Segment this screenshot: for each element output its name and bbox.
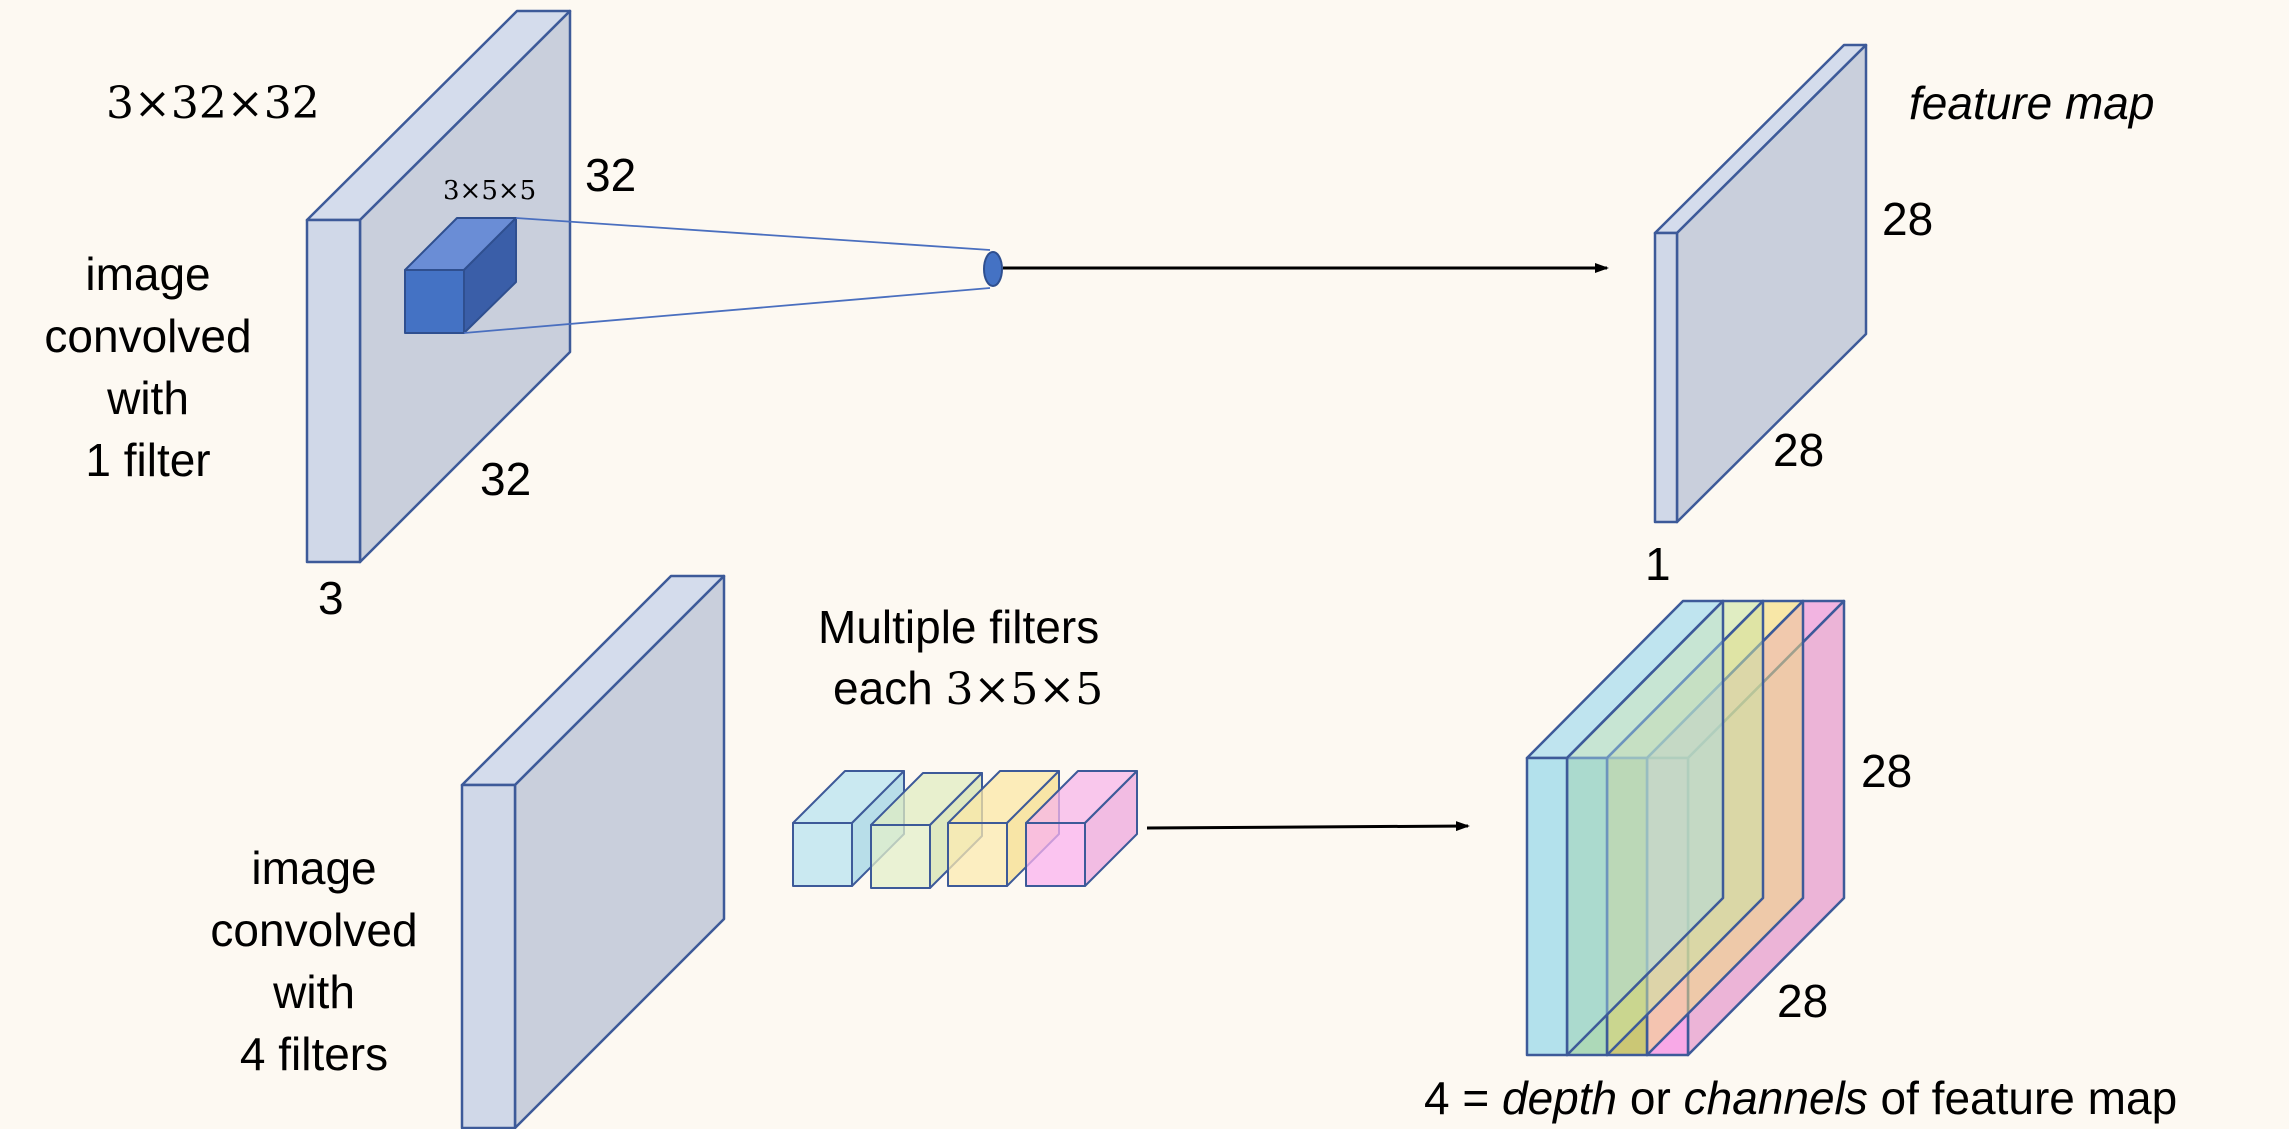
top-caption: image convolved with 1 filter [26, 243, 270, 491]
input-width-label: 32 [480, 453, 532, 505]
bottom-arrow [1146, 821, 1470, 832]
depth-note: 4 = depth or channels of feature map [1424, 1075, 2177, 1121]
projection-line-upper [515, 217, 991, 251]
channel-1 [1525, 599, 1725, 1057]
feature-map-title: feature map [1909, 77, 2155, 129]
channels-width-label: 28 [1777, 975, 1829, 1027]
filter-dims-label: 3×5×5 [443, 176, 537, 206]
depth-note-depth: depth [1502, 1072, 1618, 1124]
top-caption-line-2: convolved [44, 310, 252, 362]
filter-set [792, 770, 1138, 889]
bottom-caption: image convolved with 4 filters [192, 837, 436, 1085]
bottom-caption-line-4: 4 filters [239, 1028, 389, 1080]
depth-note-prefix: 4 = [1424, 1072, 1503, 1124]
input-depth-label: 3 [318, 572, 344, 624]
feature-map-front [1653, 231, 1679, 524]
projection-line-lower [463, 287, 991, 334]
channel-1-front [1525, 756, 1569, 1057]
input-dims-label: 3×32×32 [106, 78, 320, 129]
filter-cube [404, 217, 517, 334]
depth-note-middle: or [1617, 1072, 1684, 1124]
output-neuron-dot [983, 251, 1003, 287]
input-height-label: 32 [585, 149, 637, 201]
feature-map-volume [1653, 43, 1868, 524]
filters-caption-line-1: Multiple filters [818, 601, 1100, 653]
filter-4-front [1025, 822, 1086, 887]
filters-dims-label: 3×5×5 [945, 664, 1104, 715]
input-slab-front [305, 218, 362, 564]
depth-note-channels: channels [1683, 1072, 1868, 1124]
filter-2 [870, 772, 983, 889]
filters-caption-line-2: each 3×5×5 [833, 665, 1103, 712]
filter-2-front [870, 824, 931, 889]
filter-1-front [792, 822, 853, 887]
filter-4 [1025, 770, 1138, 887]
bottom-caption-line-3: with [273, 966, 355, 1018]
top-caption-line-4: 1 filter [85, 434, 211, 486]
bottom-caption-line-2: convolved [210, 904, 418, 956]
depth-note-suffix: of feature map [1867, 1072, 2178, 1124]
channels-height-label: 28 [1861, 745, 1913, 797]
filter-cube-front [404, 269, 465, 334]
bottom-caption-line-1: image [251, 842, 377, 894]
feature-map-depth-label: 1 [1645, 538, 1671, 590]
bottom-input-image-volume [460, 574, 726, 1129]
feature-map-channels [1525, 599, 1846, 1057]
feature-map-height-label: 28 [1882, 193, 1934, 245]
filters-caption-prefix: each [833, 662, 946, 714]
feature-map-width-label: 28 [1773, 424, 1825, 476]
top-caption-line-3: with [107, 372, 189, 424]
top-caption-line-1: image [85, 248, 211, 300]
filter-3-front [947, 822, 1008, 887]
bottom-input-slab-front [460, 783, 517, 1129]
